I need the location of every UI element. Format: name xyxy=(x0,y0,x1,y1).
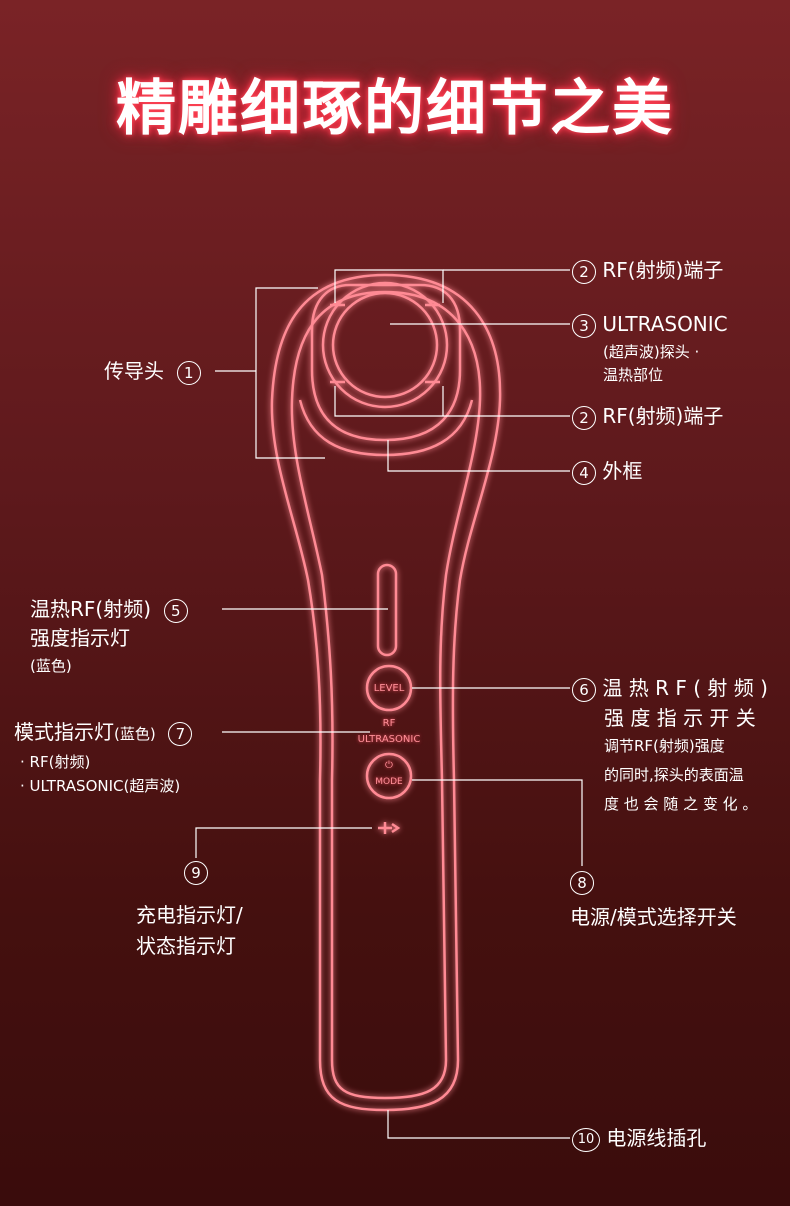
level-button[interactable]: LEVEL xyxy=(373,683,405,694)
callout-number-8: 8 xyxy=(570,870,594,895)
callout-rf-terminal-top: 2 RF(射频)端子 xyxy=(572,256,723,284)
callout-number-4: 4 xyxy=(572,460,596,485)
callout-head-text: 传导头 xyxy=(104,359,164,383)
power-icon: ⏻ xyxy=(385,760,393,771)
callout-number-2-bottom: 2 xyxy=(572,405,596,430)
callout-head: 传导头 1 xyxy=(104,357,201,385)
callout-number-5: 5 xyxy=(163,598,188,623)
callout-rf-led-line2: 强度指示灯 xyxy=(30,626,130,650)
callout-rf-switch-sub2: 的同时,探头的表面温 xyxy=(604,766,744,784)
callout-number-1: 1 xyxy=(176,360,201,385)
callout-number-3: 3 xyxy=(572,313,596,338)
device-outline xyxy=(270,273,502,1112)
callout-rf-switch-sub3: 度 也 会 随 之 变 化 。 xyxy=(604,795,758,813)
callout-power-switch-number: 8 xyxy=(570,867,594,895)
callout-number-6: 6 xyxy=(572,677,596,702)
callout-ultrasonic-text: ULTRASONIC xyxy=(602,312,728,336)
callout-ultrasonic-sub2: 温热部位 xyxy=(603,366,664,384)
callout-power-jack: 10 电源线插孔 xyxy=(572,1124,706,1152)
callout-rf-led: 温热RF(射频) 5 xyxy=(30,595,188,623)
callout-charge-led-line2: 状态指示灯 xyxy=(136,934,236,958)
callout-rf-led-line1: 温热RF(射频) xyxy=(30,597,152,621)
mode-button[interactable]: MODE xyxy=(375,777,403,787)
callout-power-jack-text: 电源线插孔 xyxy=(606,1126,707,1150)
callout-rf-terminal-bottom-text: RF(射频)端子 xyxy=(602,404,724,428)
callout-rf-terminal-bottom: 2 RF(射频)端子 xyxy=(572,402,723,430)
callout-lines xyxy=(195,269,583,1139)
callout-rf-switch-line2: 强 度 指 示 开 关 xyxy=(604,706,756,730)
callout-rf-switch-sub1: 调节RF(射频)强度 xyxy=(604,737,725,755)
callout-mode-led-bullet1: · RF(射频) xyxy=(20,753,91,771)
callout-rf-led-sub: (蓝色) xyxy=(30,657,72,675)
callout-charge-led-line1: 充电指示灯/ xyxy=(136,903,243,927)
callout-frame: 4 外框 xyxy=(572,457,642,485)
callout-frame-text: 外框 xyxy=(602,459,643,483)
callout-number-10: 10 xyxy=(572,1127,600,1152)
callout-charge-led-number: 9 xyxy=(184,857,208,885)
mode-indicator-ultrasonic: ULTRASONIC xyxy=(357,734,421,745)
callout-rf-switch: 6 温 热 R F ( 射 频 ) xyxy=(572,674,768,702)
callout-rf-switch-line1: 温 热 R F ( 射 频 ) xyxy=(602,676,768,700)
callout-rf-terminal-text: RF(射频)端子 xyxy=(602,258,724,282)
callout-mode-led-bullet2: · ULTRASONIC(超声波) xyxy=(20,777,181,795)
callout-mode-led-text: 模式指示灯 xyxy=(14,720,114,744)
callout-number-9: 9 xyxy=(184,860,208,885)
callout-mode-led-suffix: (蓝色) xyxy=(114,725,156,743)
callout-ultrasonic: 3 ULTRASONIC xyxy=(572,310,728,338)
mode-indicator-rf: RF xyxy=(382,718,396,729)
callout-number-7: 7 xyxy=(168,721,193,746)
callout-number-2: 2 xyxy=(572,259,596,284)
callout-mode-led: 模式指示灯(蓝色) 7 xyxy=(14,718,193,748)
callout-ultrasonic-sub1: (超声波)探头 · xyxy=(603,343,700,361)
page-title: 精雕细琢的细节之美 xyxy=(116,74,674,144)
callout-power-switch-text: 电源/模式选择开关 xyxy=(570,905,737,929)
